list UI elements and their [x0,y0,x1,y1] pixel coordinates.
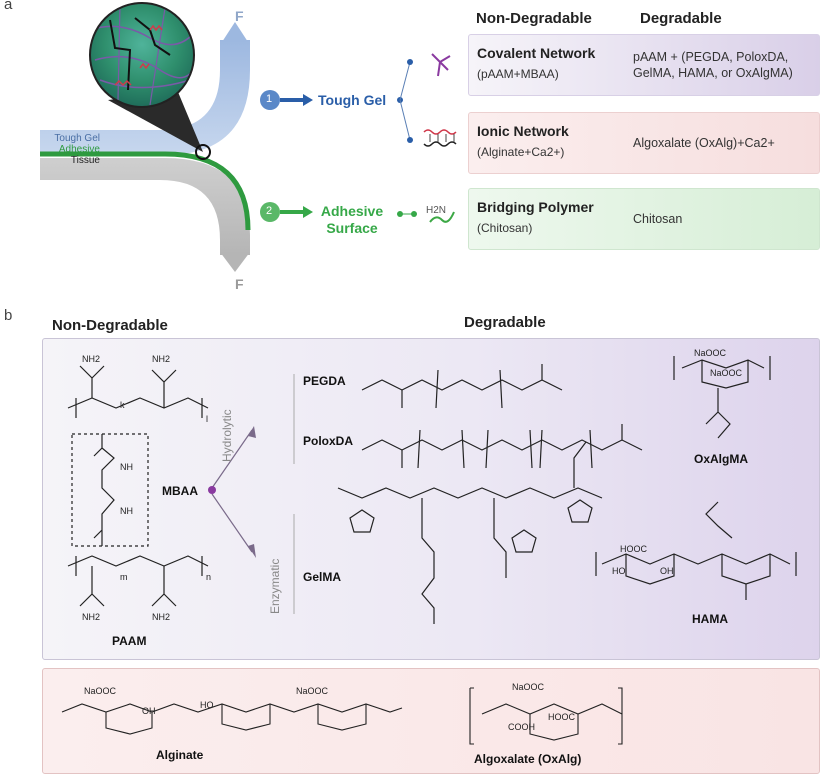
card-ionic-network: Ionic Network (Alginate+Ca2+) Algoxalate… [468,112,820,174]
arrow-head-enzymatic [248,544,256,558]
label-poloxda: PoloxDA [303,434,354,448]
atom-nh2-1: NH2 [82,354,101,364]
step-2-label-line2: Surface [326,220,378,236]
force-arrow-up [222,22,248,42]
step-2-label-line1: Adhesive [320,203,384,219]
card-ionic-sub: (Alginate+Ca2+) [477,145,565,159]
tough-gel-arm [40,40,250,155]
atom-hooc-hama: HOOC [620,544,647,554]
panel-a-label: a [4,0,13,13]
category-hydrolytic: Hydrolytic [220,409,234,462]
card-ionic-title: Ionic Network [477,123,569,139]
branch-lines [399,61,411,141]
atom-nh-1: NH [120,462,133,472]
adhesive-layer-label: Adhesive [58,144,100,155]
atom-ho-alg: HO [200,700,214,710]
label-hama: HAMA [692,612,728,626]
label-oxalgma: OxAlgMA [694,452,748,466]
step-2-number: 2 [266,205,273,217]
force-label-top: F [235,8,244,24]
header-non-degradable: Non-Degradable [476,10,592,27]
layer-legend: Tough Gel Adhesive Tissue [10,133,100,166]
atom-nh2-3: NH2 [82,612,101,622]
card-covalent-network: Covalent Network (pAAM+MBAA) pAAM + (PEG… [468,34,820,96]
covalent-network-icon [431,53,451,77]
atom-ho-hama: HO [612,566,626,576]
sub-n: n [206,572,212,582]
category-enzymatic: Enzymatic [268,558,282,614]
label-paam: PAAM [112,634,147,648]
b-header-degradable: Degradable [464,314,546,331]
atom-nh-2: NH [120,506,133,516]
covalent-chemistry-panel [42,338,820,660]
atom-oh-alg: OH [142,706,156,716]
label-mbaa: MBAA [162,484,198,498]
card-bridging-sub: (Chitosan) [477,221,533,235]
b-header-non-degradable: Non-Degradable [52,317,168,334]
atom-hooc-ox: HOOC [548,712,575,722]
ionic-network-icon [423,129,457,147]
chemistry-structures [67,356,797,624]
label-algoxalate: Algoxalate (OxAlg) [474,752,582,766]
sub-k: k [120,400,125,410]
chitosan-chain-icon [429,211,455,223]
tissue-arm [40,158,250,255]
atom-oh-hama: OH [660,566,674,576]
panel-b-label: b [4,307,13,324]
atom-cooh-ox: COOH [508,722,535,732]
ionic-chemistry-panel [42,668,820,774]
step-2-label: Adhesive Surface [318,203,386,237]
zoom-cone [108,92,203,152]
atom-naooc-ox: NaOOC [512,682,545,692]
card-covalent-deg-line2: GelMA, HAMA, or OxAlgMA) [633,66,793,80]
card-covalent-sub: (pAAM+MBAA) [477,67,559,81]
card-bridging-degradable: Chitosan [633,212,683,226]
card-bridging-polymer: Bridging Polymer (Chitosan) Chitosan [468,188,820,250]
label-pegda: PEGDA [303,374,346,388]
tissue-layer-label: Tissue [70,155,100,166]
adhesive-layer [40,151,251,231]
force-arrow-down [220,252,250,272]
card-covalent-deg-line1: pAAM + (PEGDA, PoloxDA, [633,50,789,64]
force-diagram [40,2,457,272]
zoom-target-circle [195,144,211,160]
atom-naooc-1: NaOOC [694,348,727,358]
step-1-badge [260,90,280,110]
header-degradable: Degradable [640,10,722,27]
tough-gel-layer-label: Tough Gel [54,133,100,144]
label-gelma: GelMA [303,570,342,584]
magnified-network [90,3,194,107]
mbaa-node [208,486,216,494]
force-label-bottom: F [235,276,244,292]
atom-nh2-2: NH2 [152,354,171,364]
atom-naooc-alg-1: NaOOC [84,686,117,696]
atom-naooc-2: NaOOC [710,368,743,378]
atom-naooc-alg-2: NaOOC [296,686,329,696]
card-covalent-title: Covalent Network [477,45,596,61]
step-2-badge [260,202,280,222]
card-ionic-degradable: Algoxalate (OxAlg)+Ca2+ [633,136,775,150]
ionic-structures [61,687,623,745]
chitosan-formula: H2N [426,205,447,216]
step-1-number: 1 [266,93,273,105]
sub-l: l [206,414,208,424]
sub-m: m [120,572,128,582]
card-covalent-degradable: pAAM + (PEGDA, PoloxDA, GelMA, HAMA, or … [633,49,793,81]
step-1-label: Tough Gel [318,92,387,108]
card-bridging-title: Bridging Polymer [477,199,594,215]
atom-nh2-4: NH2 [152,612,171,622]
label-alginate: Alginate [156,748,204,762]
arrow-head-hydrolytic [248,426,256,438]
